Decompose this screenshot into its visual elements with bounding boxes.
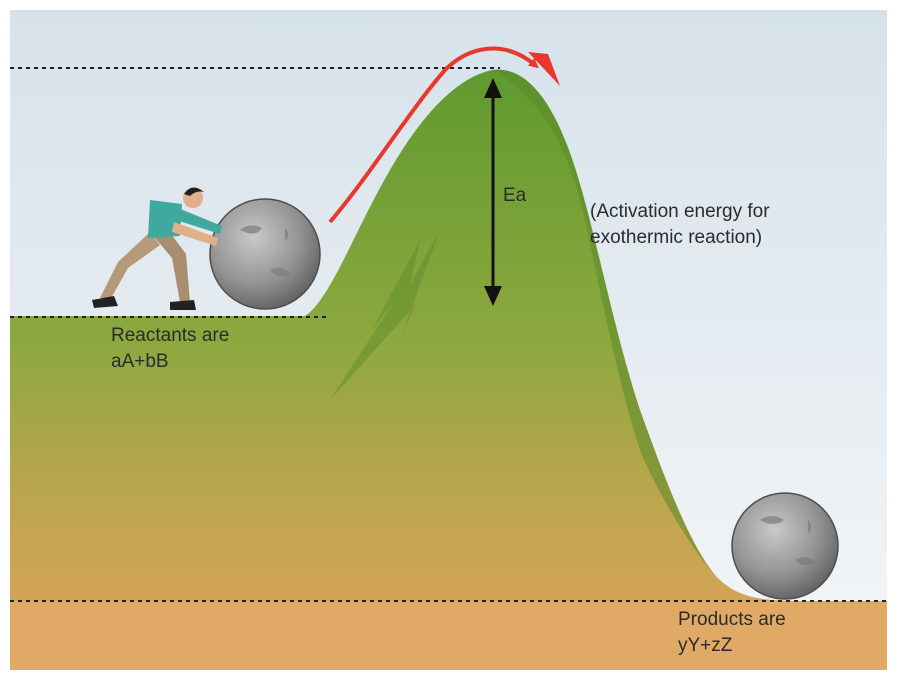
energy-hill [10,69,887,671]
reactants-label-line1: Reactants are [111,325,230,346]
reactant-boulder [209,198,321,310]
products-label-line1: Products are [678,609,786,630]
ground-band [10,601,887,670]
hill-crack-shade [330,230,440,400]
ea-arrowhead-top [484,78,502,98]
activation-energy-label-line1: (Activation energy for [590,201,770,222]
product-boulder [731,492,839,600]
reactants-label-line2: aA+bB [111,351,169,372]
products-label-line2: yY+zZ [678,635,733,656]
reaction-path-arrowhead [528,52,560,86]
activation-energy-label-line2: exothermic reaction) [590,227,763,248]
reaction-path-arrow [328,46,539,224]
ea-label: Ea [503,185,527,206]
ea-arrowhead-bottom [484,286,502,306]
man-pushing-figure [92,187,222,310]
